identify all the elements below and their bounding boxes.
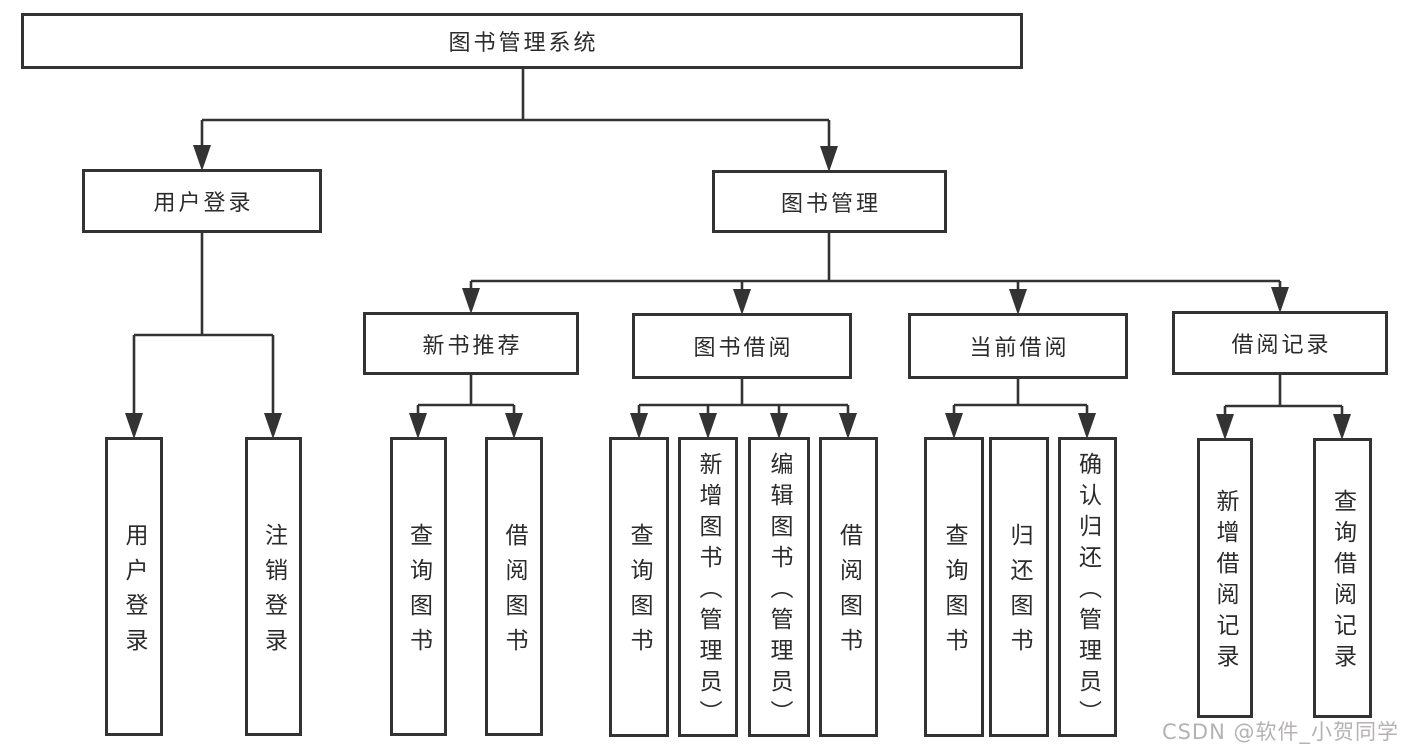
leaf-confirm-return-admin: 确认归还（管理员） (1058, 437, 1117, 737)
leaf-confirm-return-admin-label: 确认归还（管理员） (1074, 451, 1101, 731)
leaf-query-book-1-label: 查询图书 (405, 522, 432, 663)
leaf-borrow-book-1-label: 借阅图书 (501, 522, 527, 663)
leaf-user-login: 用户登录 (105, 437, 163, 736)
node-book-borrow-label: 图书借阅 (693, 336, 794, 361)
leaf-query-book-2-label: 查询图书 (626, 523, 652, 663)
arrowhead-icons (125, 145, 1351, 440)
leaf-borrow-book-2-label: 借阅图书 (835, 523, 862, 663)
node-borrow-record-label: 借阅记录 (1231, 333, 1332, 358)
leaf-query-borrow-record-label: 查询借阅记录 (1329, 489, 1356, 675)
node-new-book-recommend-label: 新书推荐 (422, 333, 523, 359)
leaf-edit-book-admin-label: 编辑图书（管理员） (766, 451, 792, 731)
leaf-borrow-book-1: 借阅图书 (485, 437, 543, 736)
node-new-book-recommend: 新书推荐 (363, 312, 579, 375)
node-book-management-label: 图书管理 (780, 191, 881, 217)
leaf-add-book-admin: 新增图书（管理员） (678, 437, 738, 737)
leaf-query-borrow-record: 查询借阅记录 (1313, 438, 1372, 718)
leaf-query-book-3-label: 查询图书 (941, 523, 967, 663)
node-user-login-label: 用户登录 (153, 191, 254, 216)
leaf-edit-book-admin: 编辑图书（管理员） (748, 437, 810, 737)
leaf-return-book: 归还图书 (989, 437, 1049, 737)
node-book-borrow: 图书借阅 (632, 313, 852, 379)
leaf-logout-label: 注销登录 (260, 522, 287, 663)
node-current-borrow: 当前借阅 (908, 313, 1128, 379)
leaf-add-borrow-record-label: 新增借阅记录 (1212, 489, 1238, 675)
node-current-borrow-label: 当前借阅 (969, 336, 1070, 361)
leaf-query-book-3: 查询图书 (924, 437, 984, 737)
leaf-add-borrow-record: 新增借阅记录 (1197, 438, 1253, 718)
leaf-borrow-book-2: 借阅图书 (819, 437, 878, 737)
leaf-query-book-2: 查询图书 (609, 437, 669, 737)
leaf-add-book-admin-label: 新增图书（管理员） (695, 451, 721, 731)
node-root-label: 图书管理系统 (448, 31, 599, 56)
leaf-logout: 注销登录 (245, 437, 302, 736)
leaf-return-book-label: 归还图书 (1006, 523, 1032, 663)
node-user-login: 用户登录 (82, 169, 322, 233)
node-book-management: 图书管理 (712, 170, 947, 233)
leaf-user-login-label: 用户登录 (121, 522, 147, 663)
node-root: 图书管理系统 (21, 13, 1023, 69)
csdn-watermark: CSDN @软件_小贺同学 (1161, 720, 1399, 744)
node-borrow-record: 借阅记录 (1172, 311, 1388, 375)
leaf-query-book-1: 查询图书 (390, 437, 447, 736)
